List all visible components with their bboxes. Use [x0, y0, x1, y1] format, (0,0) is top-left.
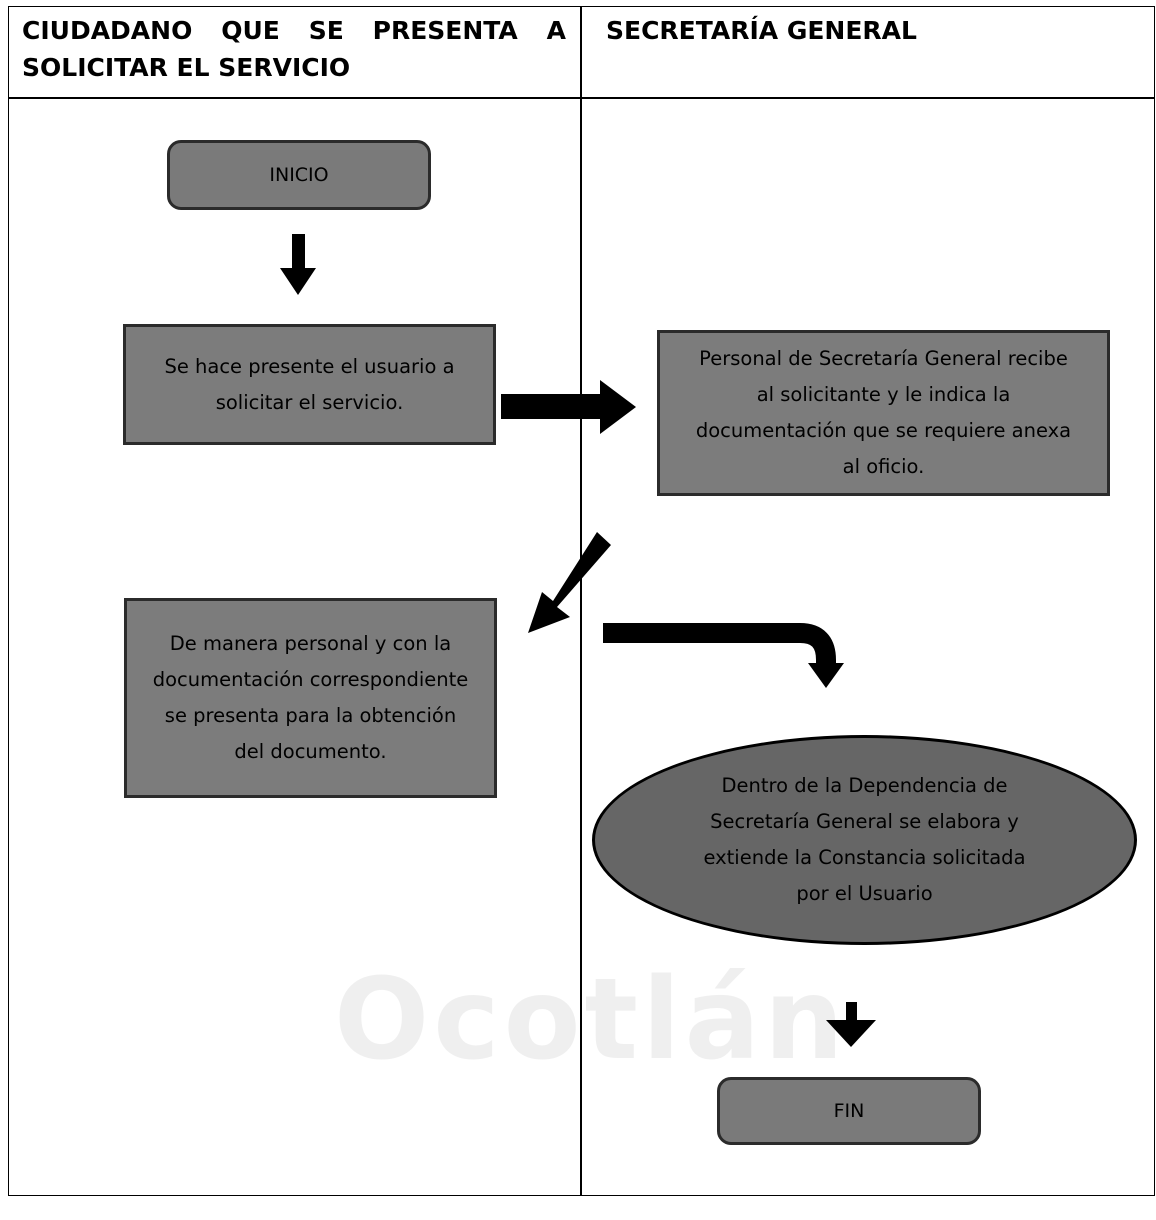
arrow-diagonal-presenta [528, 532, 611, 633]
process-elabora-ellipse: Dentro de la Dependencia de Secretaría G… [592, 735, 1137, 945]
end-label: FIN [833, 1100, 865, 1122]
header-divider [8, 97, 1155, 99]
arrow-down-start [280, 234, 316, 295]
arrow-curve-elabora [603, 623, 836, 663]
arrow-right-solicitar [501, 380, 636, 434]
process-solicitar-label: Se hace presente el usuario a solicitar … [164, 354, 455, 414]
process-presenta-label: De manera personal y con la documentació… [152, 632, 469, 763]
process-elabora-label: Dentro de la Dependencia de Secretaría G… [703, 774, 1026, 905]
lane-title-secretaria: SECRETARÍA GENERAL [606, 16, 917, 45]
watermark-text: Ocotlán [334, 955, 848, 1085]
process-solicitar: Se hace presente el usuario a solicitar … [123, 324, 496, 445]
process-recibe-label: Personal de Secretaría General recibe al… [695, 347, 1072, 478]
arrow-curve-elabora-head [808, 663, 844, 688]
end-node: FIN [717, 1077, 981, 1145]
arrow-down-fin [826, 1002, 876, 1047]
lane-divider [580, 6, 582, 1196]
start-label: INICIO [269, 164, 329, 186]
process-recibe: Personal de Secretaría General recibe al… [657, 330, 1110, 496]
process-presenta: De manera personal y con la documentació… [124, 598, 497, 798]
lane-title-ciudadano: CIUDADANO QUE SE PRESENTA A SOLICITAR EL… [22, 16, 566, 82]
swimlane-table [8, 6, 1155, 1196]
start-node: INICIO [167, 140, 431, 210]
